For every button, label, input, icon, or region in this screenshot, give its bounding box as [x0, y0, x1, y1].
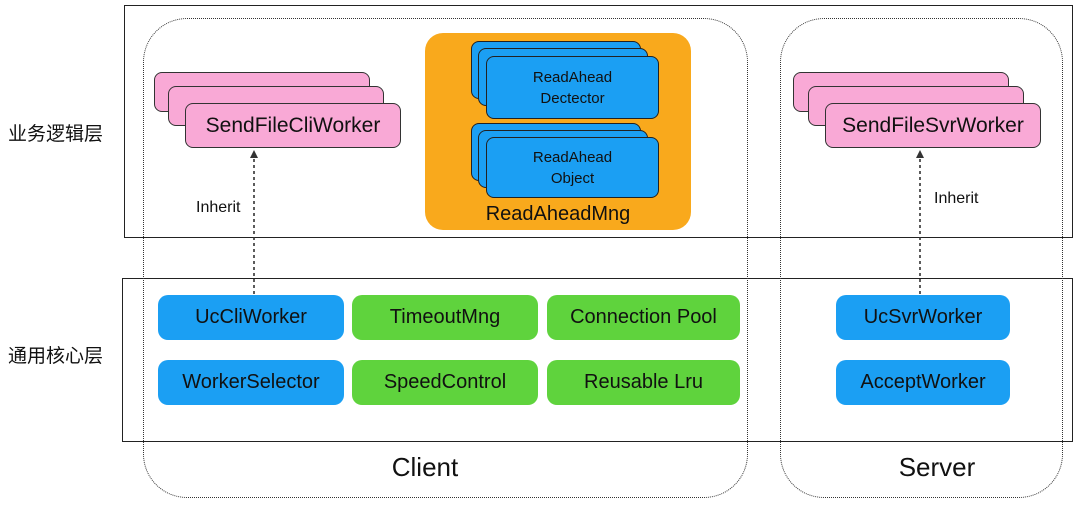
worker-selector: WorkerSelector [158, 360, 344, 405]
server-inherit-arrow [916, 150, 924, 294]
readahead-object-label: ReadAhead Object [532, 148, 613, 187]
reusable-lru: Reusable Lru [547, 360, 740, 405]
readahead-mng-label: ReadAheadMng [485, 203, 631, 225]
core-layer-label: 通用核心层 [8, 346, 104, 367]
core-layer-box [122, 278, 1073, 442]
client-inherit-arrow [250, 150, 258, 294]
connection-pool: Connection Pool [547, 295, 740, 340]
client-group [143, 18, 748, 498]
readahead-object: ReadAhead Object [486, 137, 659, 198]
send-file-cli-worker-label: SendFileCliWorker [205, 113, 381, 137]
send-file-svr-worker-label: SendFileSvrWorker [842, 113, 1024, 137]
timeout-mng: TimeoutMng [352, 295, 538, 340]
client-inherit-label: Inherit [196, 199, 241, 216]
readahead-detector-label: ReadAhead Dectector [532, 68, 613, 107]
uc-svr-worker: UcSvrWorker [836, 295, 1010, 340]
client-label: Client [391, 452, 459, 482]
server-label: Server [898, 452, 976, 482]
server-inherit-label: Inherit [934, 190, 979, 207]
send-file-cli-worker: SendFileCliWorker [185, 103, 401, 148]
accept-worker: AcceptWorker [836, 360, 1010, 405]
server-group [780, 18, 1063, 498]
speed-control: SpeedControl [352, 360, 538, 405]
send-file-svr-worker: SendFileSvrWorker [825, 103, 1041, 148]
uc-cli-worker: UcCliWorker [158, 295, 344, 340]
readahead-detector: ReadAhead Dectector [486, 56, 659, 119]
business-layer-box [124, 5, 1073, 238]
business-layer-label: 业务逻辑层 [8, 124, 104, 145]
